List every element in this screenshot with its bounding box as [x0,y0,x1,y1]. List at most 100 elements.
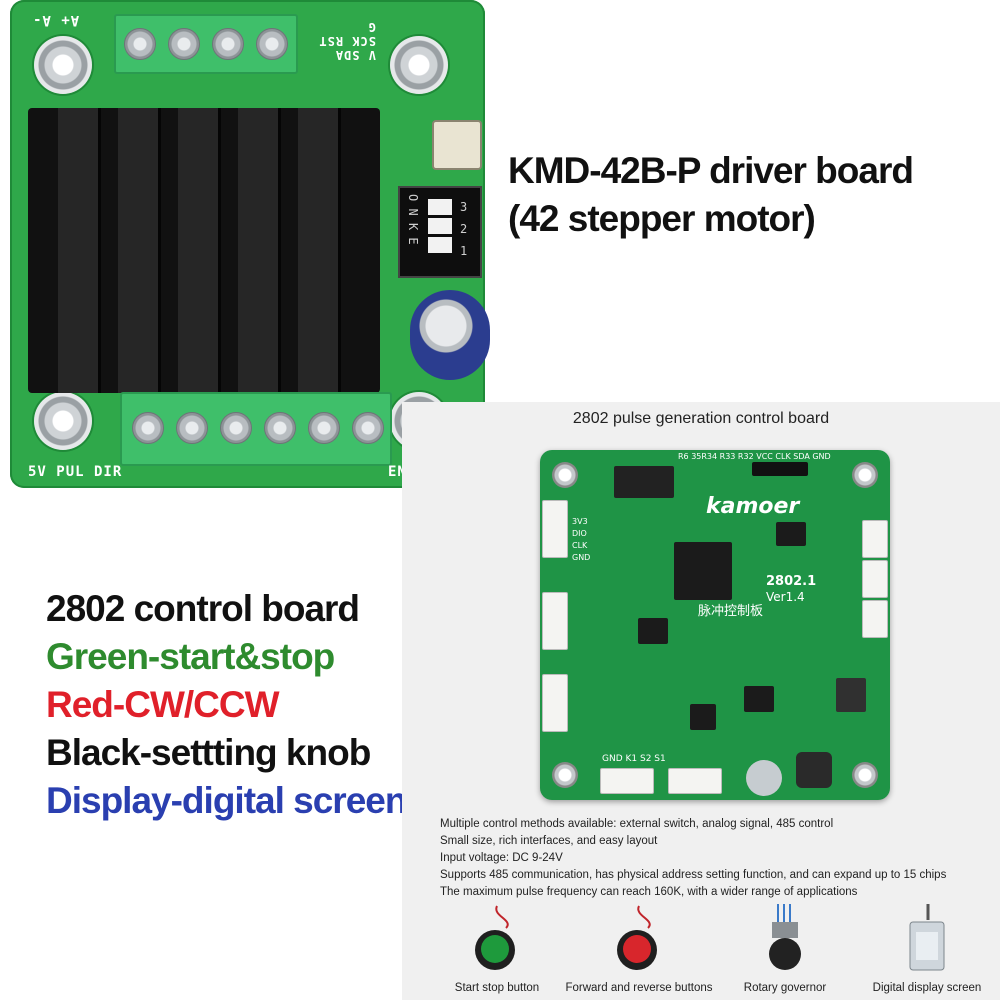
accessory-digital-display: Digital display screen [852,902,1000,998]
ic-chip [744,686,774,712]
dip-toggle [428,199,452,215]
accessory-label: Rotary governor [743,982,827,994]
address-dip-switch [614,466,674,498]
pin-header [752,462,808,476]
display-icon [909,904,945,971]
mount-hole [852,762,878,788]
dip-toggle [428,218,452,234]
connector-switch [542,592,568,650]
terminal-label-a: A+ A- [32,12,80,28]
feature-line: Multiple control methods available: exte… [440,818,834,830]
connector-right [862,560,888,598]
connector-display [542,500,568,558]
dip-toggle [428,237,452,253]
bottom-terminal-block [120,392,392,466]
legend-green: Green-start&stop [46,636,335,677]
silk-left: 3V3 DIO CLK GND [572,516,590,564]
green-button-icon [475,905,515,970]
dip-label: N [406,208,420,216]
signal-sda: SDA [334,48,360,62]
connector-bottom [600,768,654,794]
capacitor [410,290,490,380]
dip-switch: O N K E 3 2 1 [398,186,482,278]
mount-hole [34,392,92,450]
dip-number: 1 [460,244,468,258]
heatsink-fin [238,108,281,393]
heatsink-fin [298,108,341,393]
pulse-board-panel: 2802 pulse generation control board R6 3… [402,402,1000,1000]
heatsink-fin [118,108,161,393]
capacitor [746,760,782,796]
heatsink-fin [178,108,221,393]
mount-hole [390,36,448,94]
mount-hole [34,36,92,94]
regulator [836,678,866,712]
top-terminal-block [114,14,298,74]
silk-gnd: GND K1 S2 S1 [602,754,666,764]
screw [352,412,384,444]
silk-left-item: DIO [572,529,587,538]
signal-labels: V SDA SCK RST G [306,20,376,62]
accessory-start-stop: Start stop button [422,902,572,998]
dip-number: 2 [460,222,468,236]
mount-hole [852,462,878,488]
mcu-chip [674,542,732,600]
bottom-signal-label: 5V PUL DIR [28,464,123,480]
feature-line: Small size, rich interfaces, and easy la… [440,835,658,847]
screw [308,412,340,444]
en-label: EN [388,464,407,480]
driver-title: KMD-42B-P driver board [508,150,914,191]
feature-line: Input voltage: DC 9-24V [440,852,563,864]
ic-chip [690,704,716,730]
board-name-chinese: 脉冲控制板 [698,604,764,619]
signal-rst: RST [318,34,344,48]
connector-bottom [668,768,722,794]
screw [168,28,200,60]
signal-g: G [367,20,376,34]
brand-logo: kamoer [706,494,800,519]
potentiometer [432,120,482,170]
pulse-board-caption: 2802 pulse generation control board [572,410,830,427]
screw [220,412,252,444]
silk-top: R6 35R34 R33 R32 VCC CLK SDA GND [678,452,831,461]
heatsink [28,108,380,393]
mount-hole [552,762,578,788]
feature-line: Supports 485 communication, has physical… [440,869,947,881]
ic-chip [776,522,806,546]
screw [256,28,288,60]
model-label: 2802.1 [766,574,817,589]
screw [176,412,208,444]
screw [264,412,296,444]
version-label: Ver1.4 [766,590,805,604]
connector-analog [542,674,568,732]
heatsink-fin [58,108,101,393]
accessory-label: Start stop button [454,982,540,994]
accessory-label: Digital display screen [872,982,982,994]
screw [132,412,164,444]
red-button-icon [617,905,657,970]
connector-485 [862,520,888,558]
dip-number: 3 [460,200,468,214]
connector-right [862,600,888,638]
ic-chip [638,618,668,644]
accessory-forward-reverse: Forward and reverse buttons [564,902,714,998]
silk-left-item: CLK [572,541,588,550]
legend-red: Red-CW/CCW [46,684,280,725]
silk-left-item: GND [572,553,591,562]
silk-left-item: 3V3 [572,517,588,526]
dip-label: O [406,194,420,202]
driver-board-photo: A+ A- V SDA SCK RST G O N K E [10,0,490,488]
feature-line: The maximum pulse frequency can reach 16… [440,886,858,898]
legend-blue: Display-digital screen [46,780,407,821]
mount-hole [552,462,578,488]
accessory-label: Forward and reverse buttons [565,982,713,994]
legend-black: Black-settting knob [46,732,371,773]
screw [124,28,156,60]
knob-icon [769,904,801,970]
screw [212,28,244,60]
pulse-board-photo: R6 35R34 R33 R32 VCC CLK SDA GND kamoer … [540,450,890,800]
dip-label: K [406,222,420,231]
signal-v: V [367,48,376,62]
dip-label: E [406,237,420,245]
accessory-rotary-governor: Rotary governor [710,902,860,998]
